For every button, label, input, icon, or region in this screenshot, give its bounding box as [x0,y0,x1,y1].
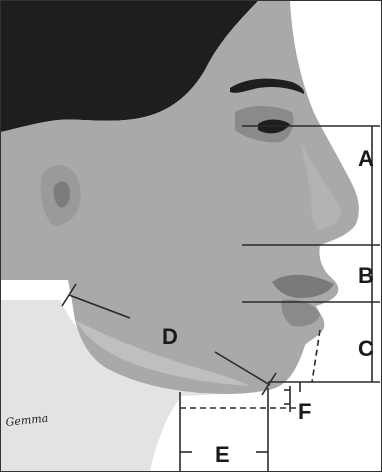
label-d: D [162,324,178,349]
label-c: C [358,336,374,361]
label-a: A [358,146,374,171]
label-b: B [358,263,374,288]
label-e: E [215,442,230,467]
label-f: F [298,399,311,424]
